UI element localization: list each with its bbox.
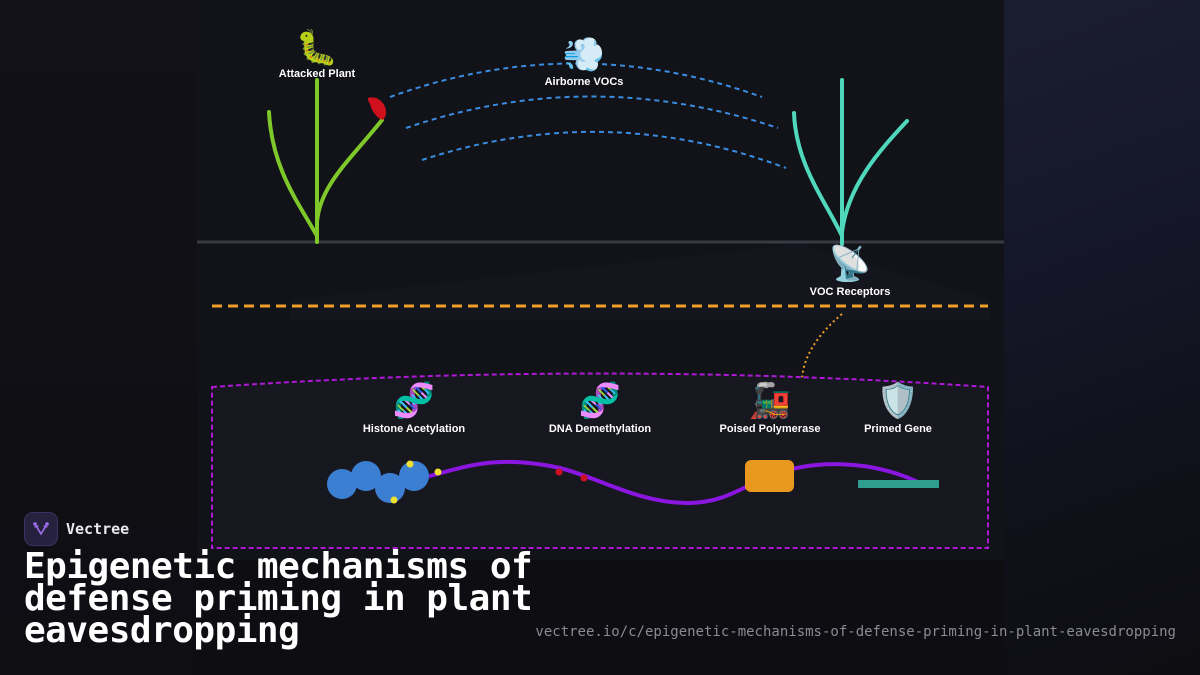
attacked-plant <box>267 78 384 244</box>
acetyl-mark <box>390 496 398 504</box>
satellite-dish-icon: 📡 <box>829 242 871 284</box>
damage-wound <box>367 97 387 120</box>
label-attacked-plant: Attacked Plant <box>279 68 356 80</box>
histone <box>351 461 381 491</box>
caterpillar-icon: 🐛 <box>296 28 338 68</box>
label-primed-gene: Primed Gene <box>864 423 932 435</box>
methyl-mark <box>555 468 563 476</box>
histone-cluster <box>327 461 429 503</box>
histone <box>375 473 405 503</box>
page-title: Epigenetic mechanisms of defense priming… <box>24 546 533 651</box>
chromatin-fiber <box>428 459 924 506</box>
brand-name: Vectree <box>66 520 130 538</box>
receiver-plant-left-branch <box>792 111 844 238</box>
histone <box>399 461 429 491</box>
histone <box>327 469 357 499</box>
vectree-logo-icon <box>24 512 58 546</box>
acetyl-mark <box>406 460 414 468</box>
label-histone-acetylation: Histone Acetylation <box>363 423 466 435</box>
receiver-plant-right-branch <box>840 119 909 234</box>
cell-region-shade <box>290 244 990 320</box>
locomotive-icon: 🚂 <box>749 381 791 421</box>
dna-strand-icon: 🧬 <box>393 380 435 421</box>
voc-arc-middle <box>405 95 779 129</box>
label-voc-receptors: VOC Receptors <box>810 286 891 298</box>
receiver-plant <box>792 78 909 246</box>
nucleus-boundary <box>211 372 989 549</box>
attacked-plant-left-branch <box>267 110 319 238</box>
signal-transduction-path <box>801 313 843 379</box>
brand: Vectree <box>24 512 129 546</box>
background-right <box>1004 0 1200 675</box>
label-airborne-vocs: Airborne VOCs <box>545 76 624 88</box>
shield-icon: 🛡️ <box>877 381 919 421</box>
primed-gene-bar <box>858 480 939 488</box>
voc-arc-outer <box>389 62 763 98</box>
polymerase-block <box>745 460 794 492</box>
label-dna-demethylation: DNA Demethylation <box>549 423 652 435</box>
attacked-plant-right-branch <box>315 118 384 224</box>
methyl-marks <box>555 468 588 482</box>
methyl-mark <box>580 474 588 482</box>
label-poised-polymerase: Poised Polymerase <box>720 423 821 435</box>
source-url: vectree.io/c/epigenetic-mechanisms-of-de… <box>535 624 1176 640</box>
dash-puff-icon: 💨 <box>563 35 605 75</box>
background-left <box>0 0 197 675</box>
voc-signal-arcs <box>389 62 787 169</box>
acetyl-mark <box>434 468 442 476</box>
dna-double-helix-icon: 🧬 <box>579 380 621 421</box>
voc-arc-inner <box>421 130 787 169</box>
acetyl-marks <box>390 460 442 504</box>
